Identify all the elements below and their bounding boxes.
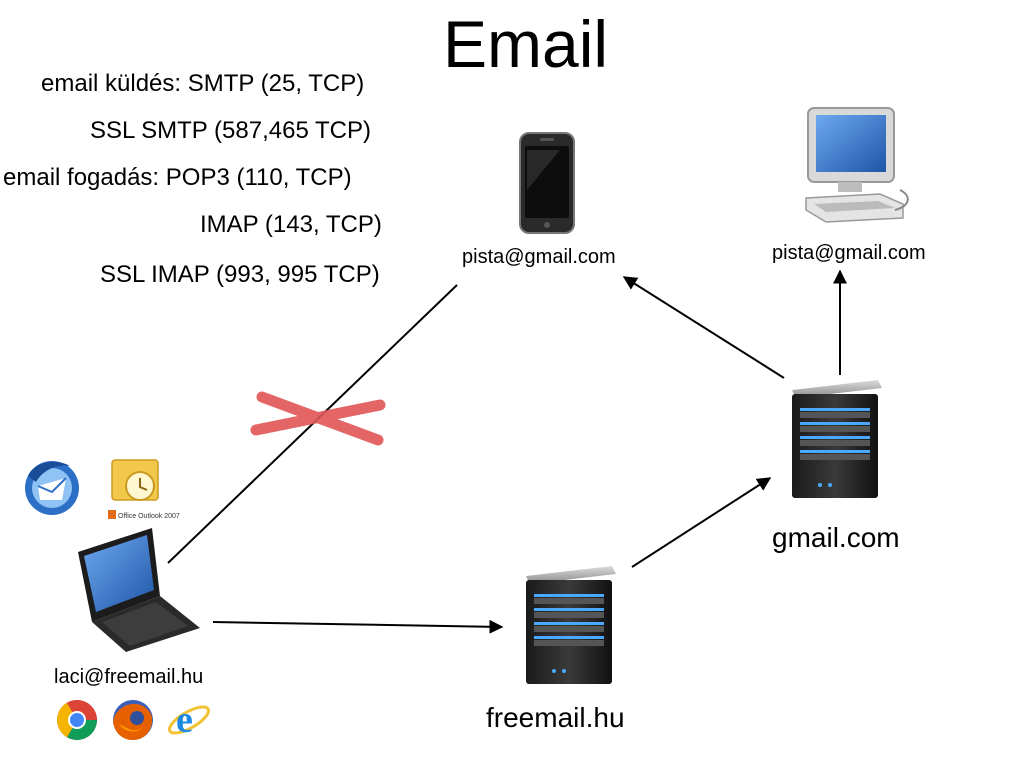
gmail-to-phone-arrow xyxy=(622,276,785,379)
blocked-cross xyxy=(250,391,386,446)
chrome-icon xyxy=(57,700,97,740)
protocol-ssl-imap: SSL IMAP (993, 995 TCP) xyxy=(100,261,380,288)
firefox-icon xyxy=(113,700,153,740)
outlook-caption: Office Outlook 2007 xyxy=(118,513,180,520)
freemail-server-label: freemail.hu xyxy=(486,702,625,733)
gmail-server-label: gmail.com xyxy=(772,522,900,553)
protocol-imap: IMAP (143, TCP) xyxy=(200,211,382,238)
desktop-address-label: pista@gmail.com xyxy=(772,242,926,264)
desktop-computer-icon xyxy=(805,107,909,223)
laptop-address-label: laci@freemail.hu xyxy=(54,666,204,688)
protocol-ssl-smtp: SSL SMTP (587,465 TCP) xyxy=(90,117,372,144)
outlook-icon: Office Outlook 2007 xyxy=(108,459,180,520)
server-icon xyxy=(526,566,616,684)
smartphone-icon xyxy=(519,132,575,234)
laptop-to-freemail-arrow xyxy=(212,619,504,634)
freemail-to-gmail-arrow xyxy=(631,477,772,568)
thunderbird-icon xyxy=(25,461,79,515)
protocol-pop3: email fogadás: POP3 (110, TCP) xyxy=(3,164,352,191)
server-icon xyxy=(792,380,882,498)
internet-explorer-icon: e xyxy=(168,699,210,741)
page-title: Email xyxy=(443,7,609,81)
laptop-icon xyxy=(78,528,200,652)
protocol-smtp: email küldés: SMTP (25, TCP) xyxy=(41,70,365,97)
svg-text:e: e xyxy=(176,699,193,741)
phone-address-label: pista@gmail.com xyxy=(462,246,616,268)
